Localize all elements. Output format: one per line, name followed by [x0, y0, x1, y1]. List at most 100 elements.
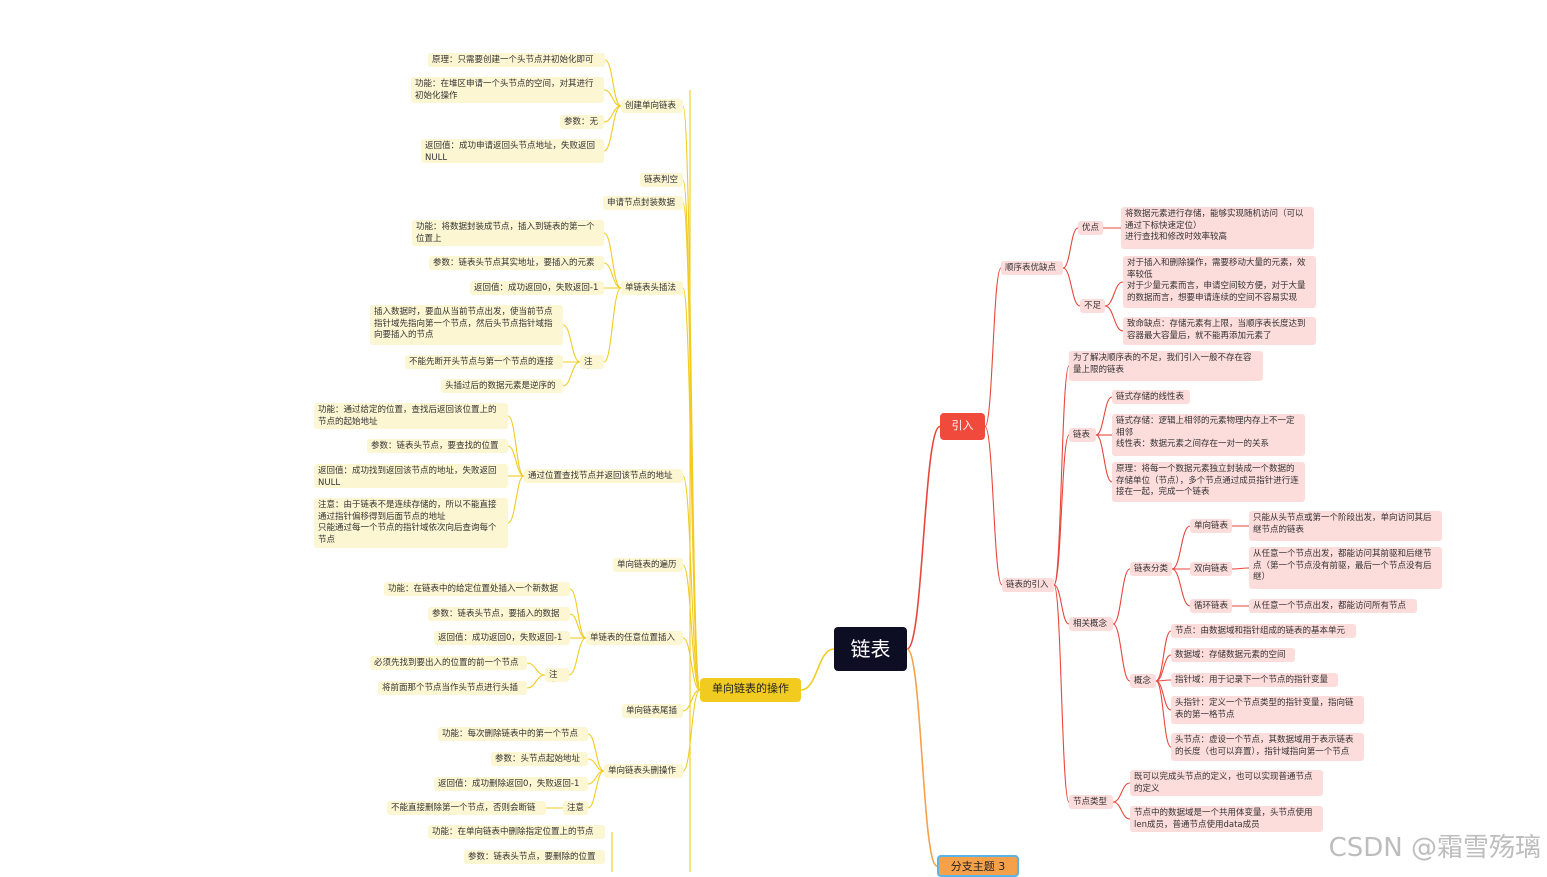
node-create-1[interactable]: 原理：只需要创建一个头节点并初始化即可	[428, 53, 605, 67]
node-find-4[interactable]: 注意：由于链表不是连续存储的，所以不能直接通过指针偏移得到后面节点的地址 只能通…	[314, 498, 508, 548]
node-t3[interactable]: 指针域：用于记录下一个节点的指针变量	[1171, 673, 1338, 687]
connector-5	[682, 202, 701, 691]
node-anyins-note[interactable]: 注意	[545, 668, 569, 682]
node-dis[interactable]: 不足	[1080, 299, 1105, 313]
node-t5[interactable]: 头节点：虚设一个节点，其数据域用于表示链表的长度（也可以弃置），指针域指向第一个…	[1171, 733, 1364, 761]
connector-27	[569, 588, 587, 639]
node-double-1[interactable]: 从任意一个节点出发，都能访问其前驱和后继节点（第一个节点没有前驱，最后一个节点没…	[1249, 547, 1442, 589]
connector-17	[603, 262, 622, 289]
connector-40	[1062, 227, 1079, 269]
node-list-3[interactable]: 原理：将每一个数据元素独立封装成一个数据的存储单位（节点），多个节点通过成员指针…	[1112, 462, 1305, 502]
center-node[interactable]: 链表	[834, 627, 907, 671]
node-pack[interactable]: 申请节点封装数据	[603, 196, 683, 210]
node-anyins-1[interactable]: 功能：在链表中的给定位置处插入一个新数据	[384, 582, 570, 596]
connector-47	[1053, 584, 1070, 625]
node-cls[interactable]: 链表分类	[1130, 562, 1172, 576]
connector-11	[682, 689, 701, 772]
connector-10	[682, 689, 701, 712]
connector-54	[1171, 525, 1191, 570]
connector-12	[604, 59, 622, 107]
branch-intro[interactable]: 引入	[940, 413, 985, 440]
connector-9	[682, 637, 701, 691]
connector-33	[587, 733, 605, 772]
node-anyins-2[interactable]: 参数：链表头节点，要插入的数据	[428, 607, 570, 621]
node-headdel-2[interactable]: 参数：头节点起始地址	[491, 752, 588, 766]
node-find-1[interactable]: 功能：通过给定的位置，查找后返回该位置上的节点的起始地址	[314, 403, 508, 429]
node-anyins-3[interactable]: 返回值：成功返回0，失败返回-1	[434, 631, 570, 645]
node-headdel-3[interactable]: 返回值：成功删除返回0，失败返回-1	[434, 777, 588, 791]
node-create-3[interactable]: 参数：无	[560, 115, 604, 129]
connector-58	[1231, 567, 1250, 570]
node-find[interactable]: 通过位置查找节点并返回该节点的地址	[524, 469, 683, 483]
node-cause-1[interactable]: 为了解决顺序表的不足，我们引入一般不存在容量上限的链表	[1069, 351, 1263, 381]
node-t1[interactable]: 节点：由数据域和指针组成的链表的基本单元	[1171, 624, 1356, 638]
connector-44	[1104, 305, 1124, 332]
node-headins-n3[interactable]: 头插过后的数据元素是逆序的	[441, 379, 563, 393]
node-seq[interactable]: 顺序表优缺点	[1001, 261, 1063, 275]
node-headdel-1[interactable]: 功能：每次删除链表中的第一个节点	[438, 727, 588, 741]
node-tailins[interactable]: 单向链表尾插	[622, 704, 683, 718]
node-ntype[interactable]: 节点类型	[1069, 795, 1113, 809]
connector-15	[603, 105, 622, 152]
connector-32	[526, 674, 546, 689]
node-create[interactable]: 创建单向链表	[621, 99, 683, 113]
node-adv[interactable]: 优点	[1078, 221, 1103, 235]
node-headins-note[interactable]: 注意	[580, 355, 604, 369]
node-concept[interactable]: 相关概念	[1069, 617, 1113, 631]
node-list[interactable]: 链表	[1069, 428, 1096, 442]
node-t2[interactable]: 数据域：存储数据元素的空间	[1171, 648, 1295, 662]
node-posdel-2[interactable]: 参数：链表头节点，要删除的位置	[464, 850, 605, 864]
connector-24	[507, 445, 525, 477]
branch-topic3[interactable]: 分支主题 3	[937, 855, 1019, 877]
connector-39	[984, 425, 1003, 586]
node-adv-1[interactable]: 将数据元素进行存储，能够实现随机访问（可以通过下标快速定位）进行查找和修改时效率…	[1121, 207, 1314, 249]
node-single[interactable]: 单向链表	[1190, 519, 1232, 533]
node-traverse[interactable]: 单向链表的遍历	[613, 558, 683, 572]
connector-43	[1104, 281, 1124, 307]
node-create-2[interactable]: 功能：在堆区申请一个头节点的空间，对其进行初始化操作	[411, 77, 604, 103]
node-list-2[interactable]: 链式存储：逻辑上相邻的元素物理内存上不一定相邻线性表：数据元素之间存在一对一的关…	[1112, 414, 1305, 456]
node-headdel-n1[interactable]: 不能直接删除第一个节点，否则会断链	[387, 801, 546, 815]
connector-65	[1112, 782, 1131, 803]
connector-8	[682, 564, 701, 691]
node-dis-2[interactable]: 致命缺点：存储元素有上限，当顺序表长度达到容器最大容量后，就不能再添加元素了	[1123, 317, 1316, 345]
node-find-3[interactable]: 返回值：成功找到返回该节点的地址，失败返回NULL	[314, 464, 508, 488]
node-create-4[interactable]: 返回值：成功申请返回头节点地址，失败返回NULL	[421, 139, 604, 163]
node-t4[interactable]: 头指针：定义一个节点类型的指针变量，指向链表的第一格节点	[1171, 696, 1364, 724]
node-circ-1[interactable]: 从任意一个节点出发，都能访问所有节点	[1249, 599, 1417, 613]
node-dis-1[interactable]: 对于插入和删除操作，需要移动大量的元素，效率较低对于少量元素而言，申请空间较方便…	[1123, 256, 1316, 308]
connector-38	[984, 267, 1002, 428]
node-headins-3[interactable]: 返回值：成功返回0，失败返回-1	[470, 281, 604, 295]
node-terms[interactable]: 概念	[1130, 674, 1156, 688]
node-circ[interactable]: 循环链表	[1190, 599, 1232, 613]
node-headins-1[interactable]: 功能：将数据封装成节点，插入到链表的第一个位置上	[412, 220, 604, 246]
node-posdel-1[interactable]: 功能：在单向链表中删除指定位置上的节点	[428, 825, 605, 839]
connector-64	[1155, 680, 1172, 748]
node-find-2[interactable]: 参数：链表头节点，要查找的位置	[367, 439, 508, 453]
node-headins-n1[interactable]: 插入数据时，要血从当前节点出发，使当前节点指针域先指向第一个节点，然后头节点指针…	[370, 305, 563, 345]
branch-ops[interactable]: 单向链表的操作	[700, 678, 801, 702]
node-list-1[interactable]: 链式存储的线性表	[1112, 390, 1190, 404]
node-empty[interactable]: 链表判空	[640, 173, 683, 187]
connector-23	[507, 415, 525, 477]
node-headdel-note[interactable]: 注意	[563, 801, 588, 815]
connector-48	[1053, 584, 1070, 803]
node-headins-n2[interactable]: 不能先断开头节点与第一个节点的连接	[405, 355, 563, 369]
node-anyins-n1[interactable]: 必须先找到要出入的位置的前一个节点	[370, 656, 527, 670]
node-headins-2[interactable]: 参数：链表头节点其实地址，要插入的元素	[429, 256, 604, 270]
connector-31	[526, 662, 546, 676]
node-anyins[interactable]: 单链表的任意位置插入	[586, 631, 683, 645]
connector-26	[507, 475, 525, 524]
node-ntype-1[interactable]: 既可以完成头节点的定义，也可以实现普通节点的定义	[1130, 770, 1323, 796]
node-ntype-2[interactable]: 节点中的数据域是一个共用体变量，头节点使用len成员，普通节点使用data成员	[1130, 806, 1323, 832]
node-anyins-n2[interactable]: 将前面那个节点当作头节点进行头插	[378, 681, 527, 695]
node-double[interactable]: 双向链表	[1190, 562, 1232, 576]
node-single-1[interactable]: 只能从头节点或第一个阶段出发，单向访问其后继节点的链表	[1249, 511, 1442, 541]
connector-0	[800, 648, 835, 691]
node-cause[interactable]: 链表的引入	[1002, 578, 1054, 592]
connector-51	[1095, 434, 1113, 483]
node-headins[interactable]: 单链表头插法	[621, 281, 683, 295]
node-headdel[interactable]: 单向链表头删操作	[604, 764, 683, 778]
